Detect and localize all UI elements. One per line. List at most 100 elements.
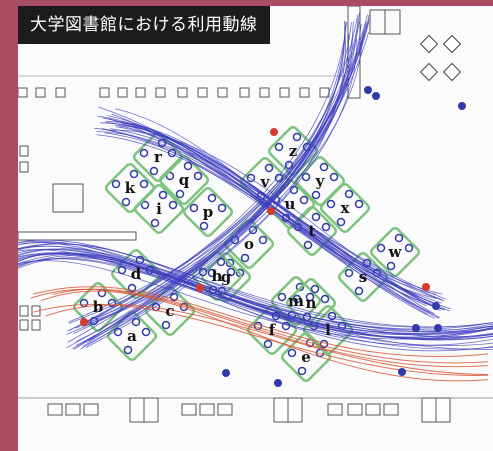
- figure-title: 大学図書館における利用動線: [18, 6, 270, 44]
- horizontal-wall: [18, 231, 137, 241]
- movement-path: [18, 257, 493, 334]
- seat: [344, 268, 354, 278]
- seat: [277, 292, 287, 302]
- seat: [319, 162, 329, 172]
- blue-marker: [274, 379, 282, 387]
- seat: [183, 161, 193, 171]
- zone-label-k: k: [125, 179, 136, 197]
- zone-label-l: l: [325, 321, 331, 339]
- zone-label-z: z: [289, 142, 298, 160]
- table-outline: [369, 226, 421, 278]
- blue-marker: [398, 368, 406, 376]
- shelf-unit: [35, 87, 46, 98]
- seat: [311, 212, 321, 222]
- table-cluster: [369, 226, 421, 278]
- zone-label-w: w: [388, 243, 403, 261]
- red-marker: [196, 284, 204, 292]
- movement-path: [18, 254, 493, 338]
- zone-label-t: t: [309, 222, 316, 240]
- movement-path: [100, 122, 427, 307]
- shelf-unit: [217, 87, 228, 98]
- seat: [141, 327, 151, 337]
- seat: [311, 190, 321, 200]
- seat: [207, 268, 217, 278]
- movement-path: [66, 21, 347, 332]
- zone-label-y: y: [315, 172, 326, 190]
- movement-path: [97, 115, 439, 319]
- table-cluster: [104, 162, 156, 214]
- movement-path-accent: [40, 290, 489, 382]
- shelf-row-left: [19, 145, 41, 331]
- seat: [344, 189, 354, 199]
- seat: [150, 218, 160, 228]
- blue-marker: [412, 324, 420, 332]
- lounge-chair: [442, 34, 462, 54]
- seat: [354, 286, 364, 296]
- shelf-unit: [19, 305, 29, 317]
- zone-label-m: m: [288, 292, 304, 310]
- movement-path: [18, 249, 493, 338]
- seat: [168, 200, 178, 210]
- seat: [240, 253, 250, 263]
- seat: [292, 132, 302, 142]
- shelf-unit: [135, 87, 146, 98]
- seat: [263, 339, 273, 349]
- movement-path: [109, 129, 433, 307]
- shelf-unit: [18, 87, 28, 98]
- seat: [217, 203, 227, 213]
- seat: [336, 217, 346, 227]
- shelf-unit: [47, 403, 63, 416]
- seat: [161, 320, 171, 330]
- seat: [301, 172, 311, 182]
- blue-marker: [432, 302, 440, 310]
- zone-label-s: s: [359, 268, 367, 286]
- seat: [329, 172, 339, 182]
- blue-marker: [372, 92, 380, 100]
- shelf-unit: [299, 87, 310, 98]
- blue-marker: [364, 86, 372, 94]
- movement-path: [75, 24, 362, 329]
- seat: [121, 197, 131, 207]
- table-outline: [294, 155, 346, 207]
- shelf-unit: [19, 145, 29, 157]
- shelf-unit: [19, 161, 29, 173]
- zone-label-f: f: [269, 321, 277, 339]
- seat: [123, 345, 133, 355]
- seat: [193, 171, 203, 181]
- seat: [354, 199, 364, 209]
- table-outline: [104, 162, 156, 214]
- lounge-chair: [419, 34, 439, 54]
- seat: [199, 221, 209, 231]
- seat: [158, 190, 168, 200]
- shelf-unit: [83, 403, 99, 416]
- shelf-unit: [155, 87, 166, 98]
- shelf-block: [273, 397, 303, 423]
- red-marker: [80, 318, 88, 326]
- shelf-row-bottom: [47, 397, 451, 423]
- zone-label-v: v: [260, 173, 271, 191]
- movement-path: [18, 252, 493, 346]
- seat: [111, 179, 121, 189]
- seat: [139, 179, 149, 189]
- seat: [386, 261, 396, 271]
- shelf-row-top: [18, 87, 330, 98]
- seat: [129, 169, 139, 179]
- zone-label-h: h: [212, 267, 223, 285]
- seat: [258, 235, 268, 245]
- seat: [394, 233, 404, 243]
- zone-label-n: n: [306, 294, 317, 312]
- shelf-unit: [239, 87, 250, 98]
- shelf-block: [421, 397, 451, 423]
- lounge-seating: [419, 34, 462, 82]
- zone-label-e: e: [301, 348, 311, 366]
- seat: [404, 243, 414, 253]
- movement-path-accent: [33, 303, 489, 376]
- shelf-unit: [181, 403, 197, 416]
- zone-label-a: a: [127, 327, 137, 345]
- table-outline: [285, 277, 337, 329]
- seat: [139, 148, 149, 158]
- movement-path-accent: [33, 286, 489, 358]
- seat: [320, 294, 330, 304]
